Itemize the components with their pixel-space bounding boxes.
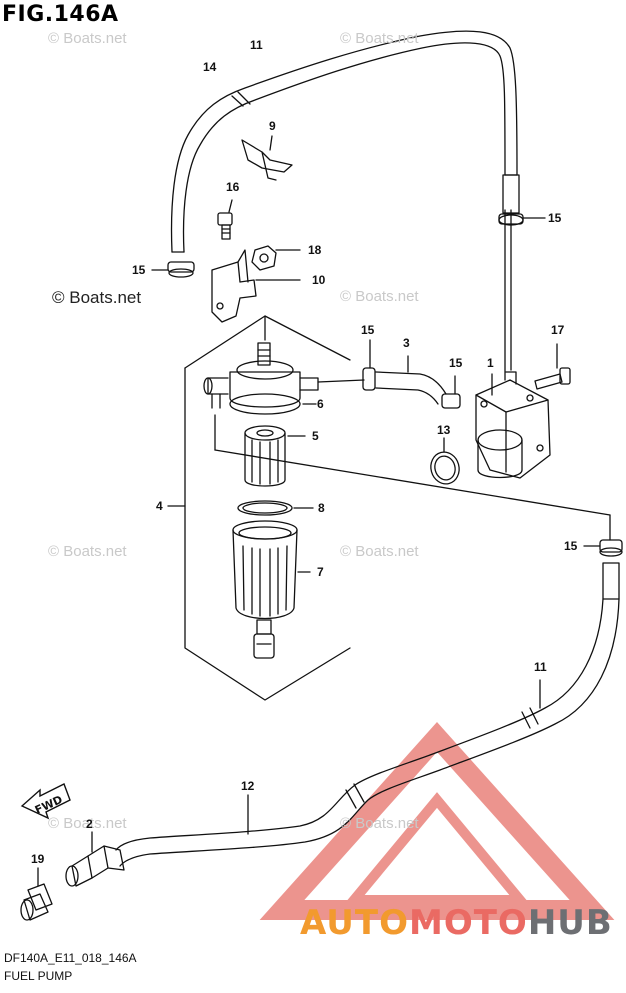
figure-title: FIG.146A [2,2,119,27]
watermark-2: © Boats.net [340,30,419,47]
nut-18 [251,245,301,271]
callout-3: 3 [403,336,410,350]
fwd-arrow-icon: FWD [20,783,71,820]
bracket-10 [211,249,301,323]
watermark-4: © Boats.net [48,543,127,560]
callout-15-center: 15 [361,323,375,337]
callout-5: 5 [312,429,319,443]
callout-8: 8 [318,501,325,515]
bolt-16 [217,199,233,240]
brand-part-moto: MOTO [408,903,528,943]
callout-9: 9 [269,119,276,133]
callout-17: 17 [551,323,565,337]
callout-10: 10 [312,273,326,287]
hose-11-12-lower [115,562,620,867]
brand-part-auto: AUTO [300,903,409,943]
callout-6: 6 [317,397,324,411]
brand-wordmark: AUTOMOTOHUB [300,903,613,943]
watermark-3: © Boats.net [340,288,419,305]
plug-19 [20,867,53,921]
callout-13: 13 [437,423,451,437]
o-ring-8 [237,500,314,516]
fitting-2 [65,831,125,887]
callout-19: 19 [31,852,45,866]
filter-element-5 [244,425,306,487]
o-ring-13 [430,437,460,485]
watermark-7: © Boats.net [340,815,419,832]
callout-15-left: 15 [132,263,146,277]
callout-12: 12 [241,779,255,793]
clamp-15-pump [441,375,461,409]
bolt-17 [534,343,571,390]
watermark-main: © Boats.net [52,288,142,307]
brand-triangle-logo [259,722,615,920]
clamp-15-center [362,339,376,391]
filter-bowl-7 [232,520,311,659]
callout-4: 4 [156,499,163,513]
callout-11-bottom: 11 [534,660,547,674]
callout-7: 7 [317,565,324,579]
watermark-6: © Boats.net [48,815,127,832]
callout-15-right: 15 [564,539,578,553]
watermark-1: © Boats.net [48,30,127,47]
callout-15-pump: 15 [449,356,463,370]
clip-9 [241,135,293,181]
callout-18: 18 [308,243,322,257]
cap-to-pump-line [214,379,611,541]
callout-1: 1 [487,356,494,370]
callout-11-top: 11 [250,38,263,52]
fuel-pump-1 [475,371,551,479]
assembly-4-outline [167,315,351,701]
clamp-15-left [151,261,195,278]
footer-section: FUEL PUMP [4,969,73,983]
callout-16: 16 [226,180,240,194]
brand-part-hub: HUB [527,903,613,943]
watermark-5: © Boats.net [340,543,419,560]
filter-cap-6 [203,342,319,415]
callout-15-top-right: 15 [548,211,562,225]
clamp-15-top-right [498,213,546,226]
clamp-15-right [583,539,623,557]
hose-3 [375,355,447,405]
callout-2: 2 [86,817,93,831]
footer-code: DF140A_E11_018_146A [4,951,137,965]
callout-14: 14 [203,60,217,74]
hose-14-11-top [170,30,520,381]
